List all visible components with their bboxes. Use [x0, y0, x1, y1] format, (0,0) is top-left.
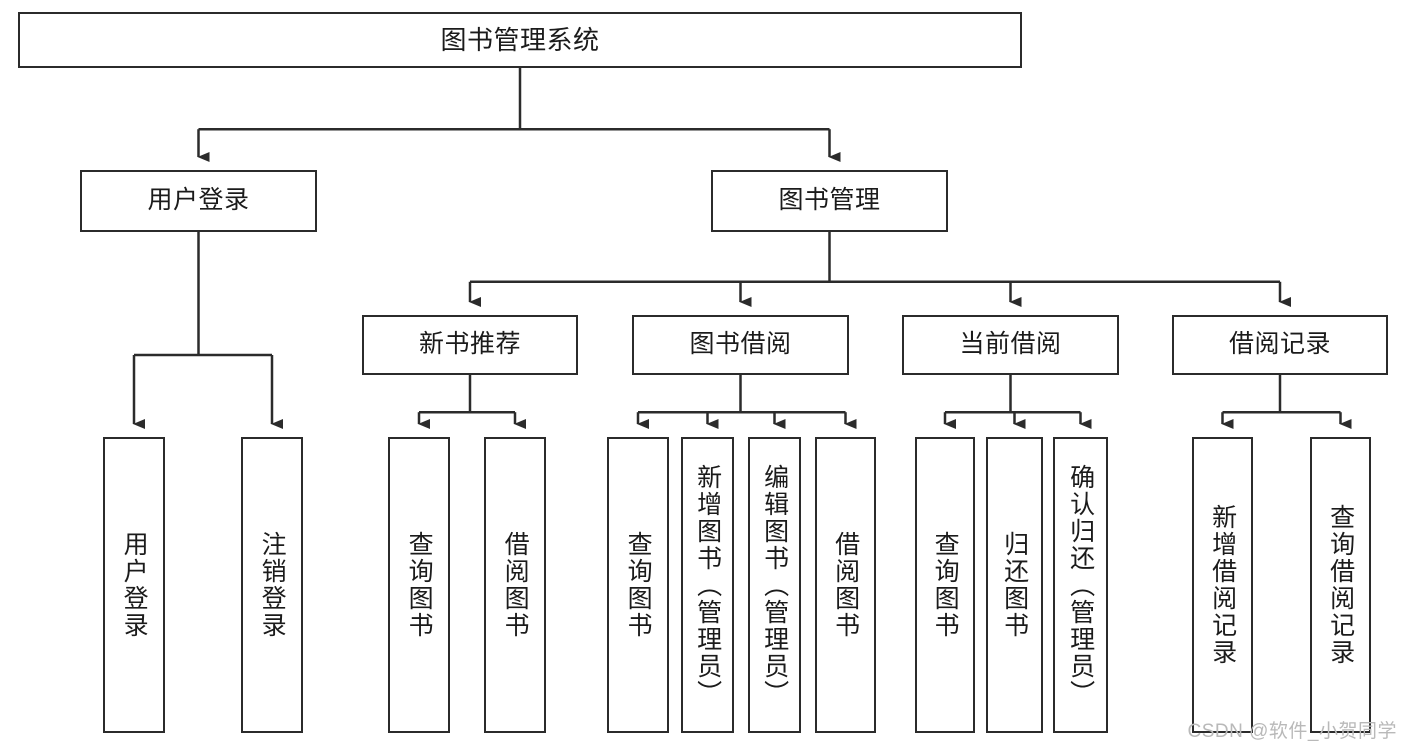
node-leaf-query-book-cur[interactable]: 查询图书 — [915, 437, 975, 733]
node-leaf-confirm-return-label: 确认归还（管理员） — [1066, 463, 1095, 707]
node-root[interactable]: 图书管理系统 — [18, 12, 1022, 68]
node-current-borrow[interactable]: 当前借阅 — [902, 315, 1119, 375]
node-leaf-query-book-borrow[interactable]: 查询图书 — [607, 437, 669, 733]
node-leaf-borrow-book-label: 借阅图书 — [831, 531, 860, 639]
node-leaf-borrow-book-rec[interactable]: 借阅图书 — [484, 437, 546, 733]
connector-layer — [132, 68, 1352, 429]
node-book-manage-label: 图书管理 — [778, 186, 881, 215]
node-leaf-logout-login[interactable]: 注销登录 — [241, 437, 303, 733]
node-leaf-borrow-book[interactable]: 借阅图书 — [815, 437, 876, 733]
node-leaf-borrow-book-rec-label: 借阅图书 — [501, 531, 530, 639]
node-leaf-add-book[interactable]: 新增图书（管理员） — [681, 437, 734, 733]
node-leaf-user-login-label: 用户登录 — [120, 531, 149, 639]
node-book-manage[interactable]: 图书管理 — [711, 170, 948, 232]
node-new-book-rec[interactable]: 新书推荐 — [362, 315, 578, 375]
node-leaf-query-book-cur-label: 查询图书 — [931, 531, 960, 639]
node-leaf-query-book-borrow-label: 查询图书 — [624, 531, 653, 639]
node-borrow-record[interactable]: 借阅记录 — [1172, 315, 1388, 375]
node-leaf-add-record-label: 新增借阅记录 — [1208, 504, 1237, 666]
node-root-label: 图书管理系统 — [440, 24, 600, 55]
node-leaf-query-record-label: 查询借阅记录 — [1326, 504, 1355, 666]
node-leaf-confirm-return[interactable]: 确认归还（管理员） — [1053, 437, 1108, 733]
node-new-book-rec-label: 新书推荐 — [418, 330, 521, 359]
node-leaf-return-book[interactable]: 归还图书 — [986, 437, 1043, 733]
node-leaf-add-record[interactable]: 新增借阅记录 — [1192, 437, 1253, 733]
node-leaf-query-book-rec-label: 查询图书 — [405, 531, 434, 639]
node-user-login[interactable]: 用户登录 — [80, 170, 317, 232]
node-leaf-add-book-label: 新增图书（管理员） — [693, 463, 722, 707]
node-leaf-return-book-label: 归还图书 — [1000, 531, 1029, 639]
node-borrow-record-label: 借阅记录 — [1228, 330, 1331, 359]
node-book-borrow-label: 图书借阅 — [689, 330, 792, 359]
node-book-borrow[interactable]: 图书借阅 — [632, 315, 849, 375]
node-leaf-edit-book-label: 编辑图书（管理员） — [760, 463, 789, 707]
node-user-login-label: 用户登录 — [147, 186, 250, 215]
node-leaf-logout-login-label: 注销登录 — [258, 531, 287, 639]
node-current-borrow-label: 当前借阅 — [959, 330, 1062, 359]
node-leaf-query-record[interactable]: 查询借阅记录 — [1310, 437, 1371, 733]
node-leaf-edit-book[interactable]: 编辑图书（管理员） — [748, 437, 801, 733]
node-leaf-query-book-rec[interactable]: 查询图书 — [388, 437, 450, 733]
node-leaf-user-login[interactable]: 用户登录 — [103, 437, 165, 733]
